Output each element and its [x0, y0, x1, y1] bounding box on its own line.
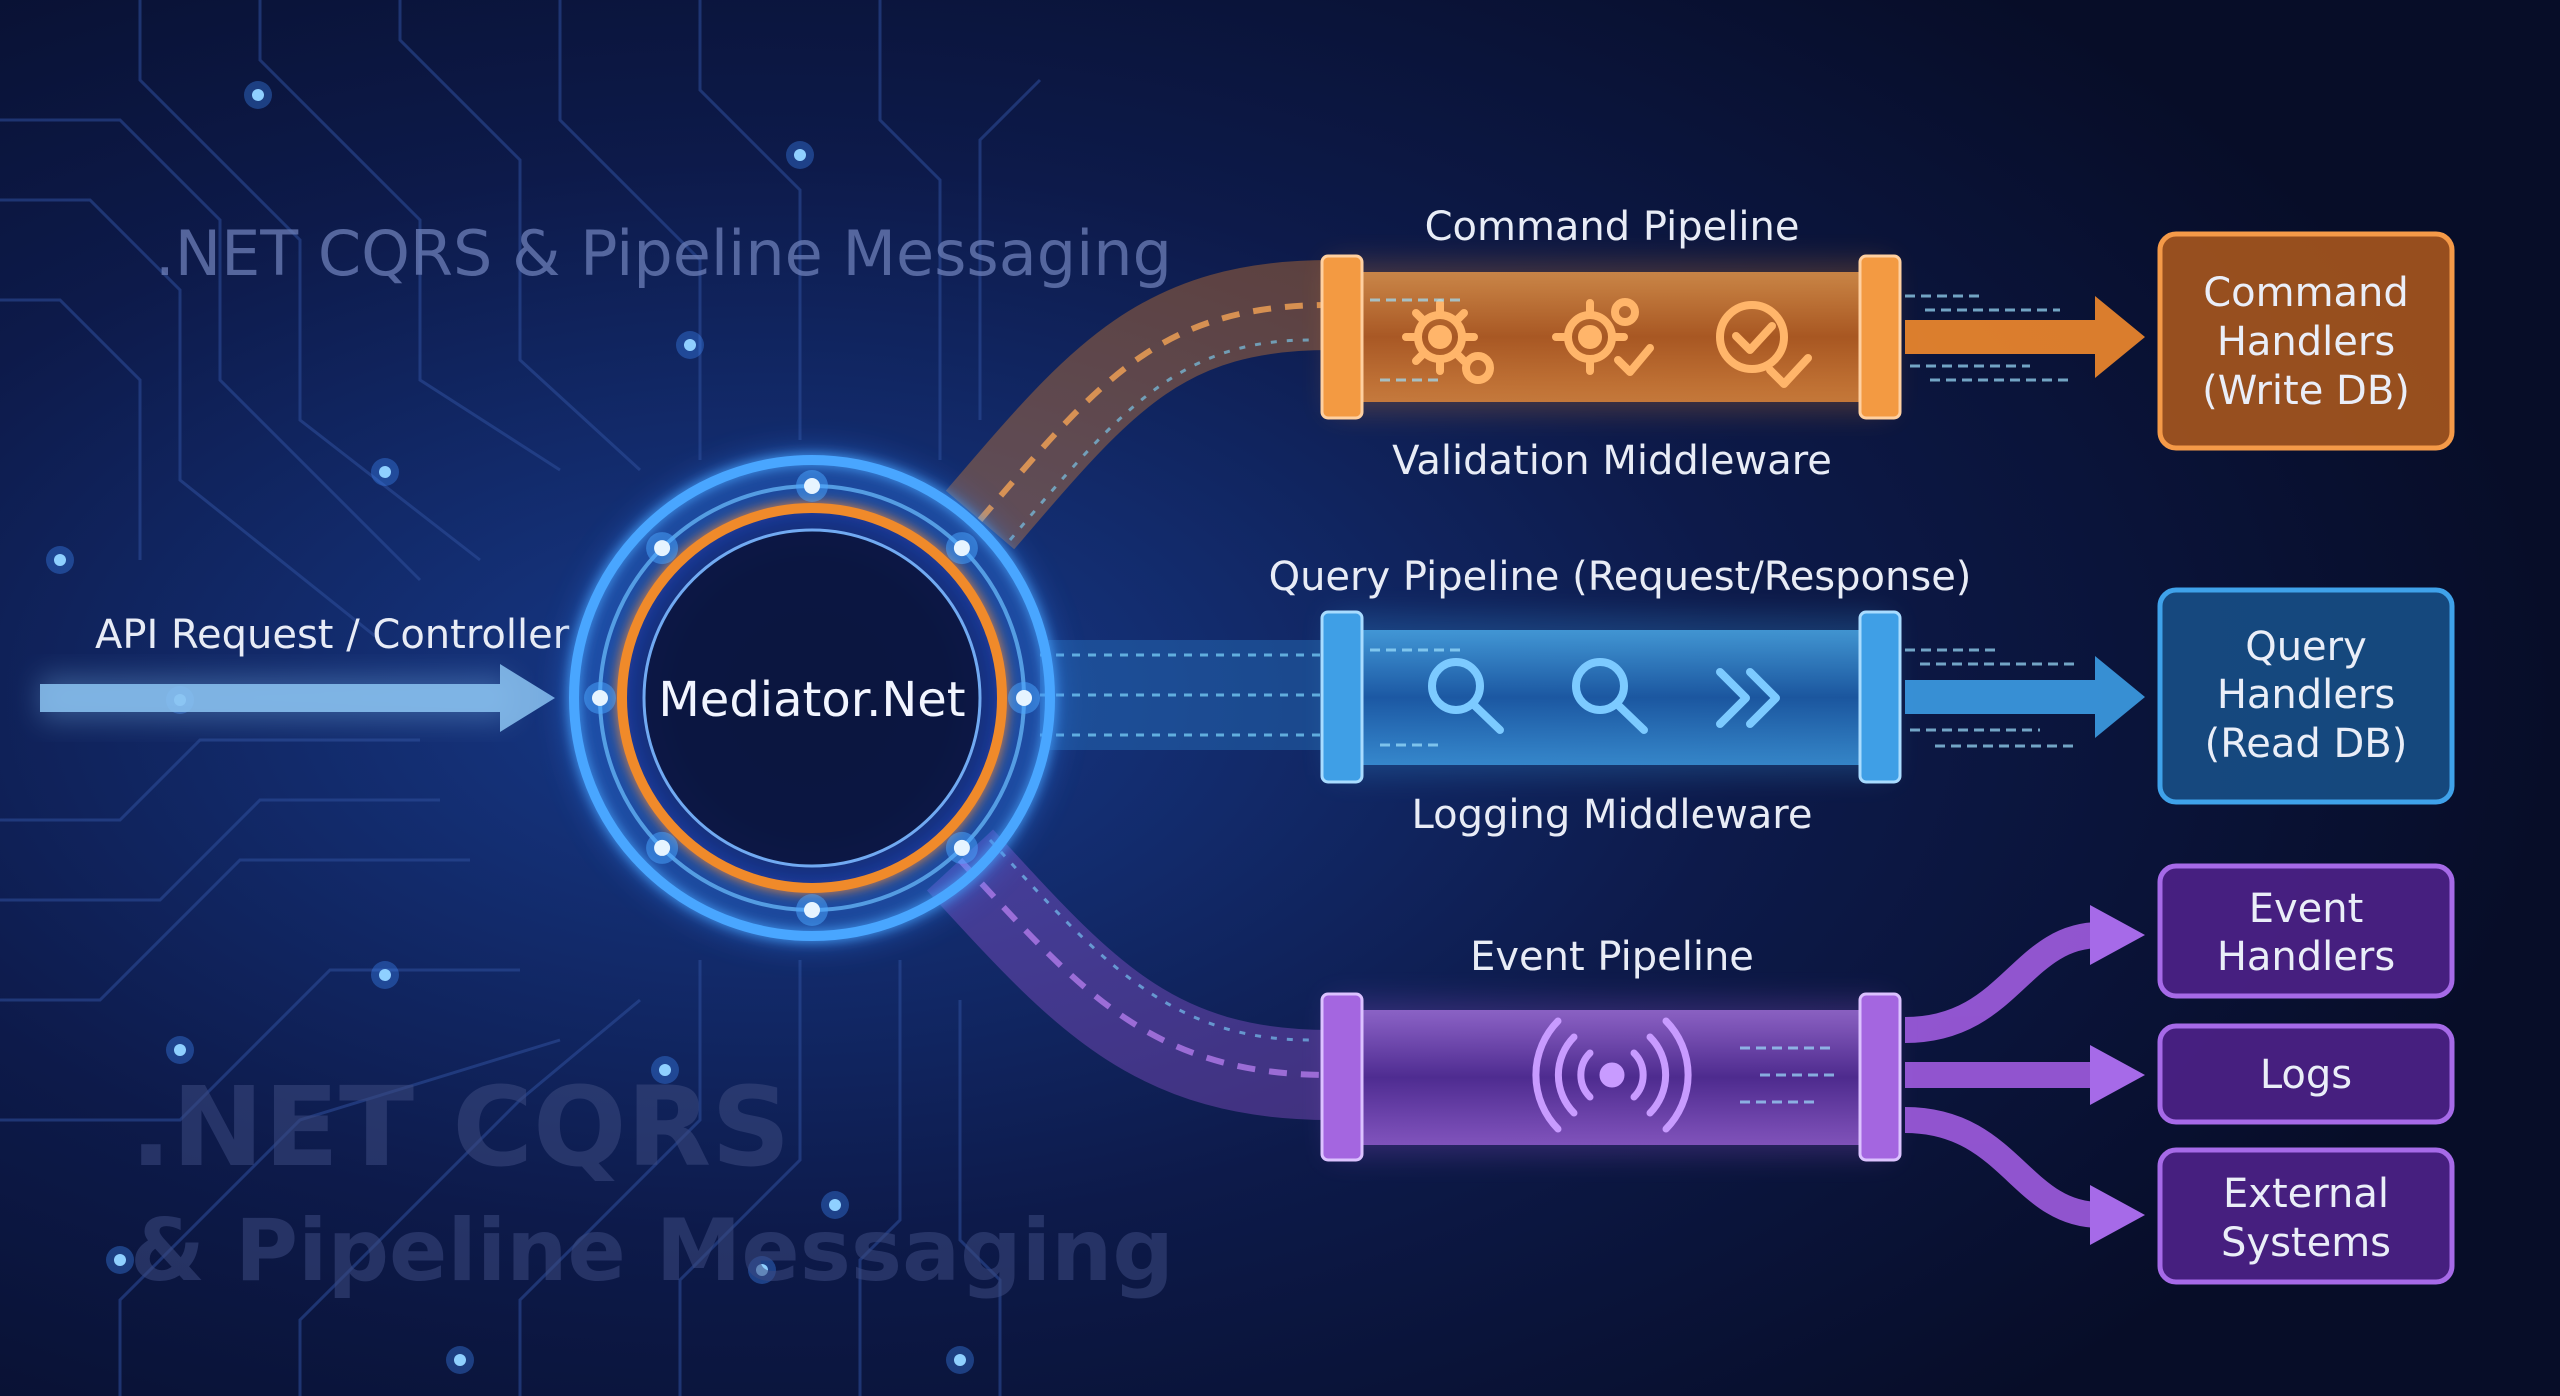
circuit-node: [54, 554, 66, 566]
event-handlers-line2: Handlers: [2217, 934, 2395, 980]
query-handlers-line2: Handlers: [2217, 672, 2395, 718]
hub-node: [654, 540, 671, 557]
check-circle-icon: [1716, 301, 1812, 388]
circuit-node: [114, 1254, 126, 1266]
circuit-trace: [958, 1000, 1002, 1396]
circuit-trace: [678, 960, 802, 1396]
hub-node: [654, 839, 671, 856]
hub-node: [953, 540, 970, 557]
input-label: API Request / Controller: [95, 612, 570, 658]
event-output-arrows: [1904, 922, 2101, 1228]
mediator-hub[interactable]: [562, 448, 1062, 948]
circuit-node: [659, 1064, 671, 1076]
logs-line1: Logs: [2260, 1052, 2352, 1098]
event-handlers-line1: Event: [2249, 886, 2364, 932]
event-handlers-box[interactable]: Event Handlers: [2157, 863, 2455, 999]
query-pipe[interactable]: [1320, 610, 1902, 784]
circuit-trace: [558, 0, 702, 460]
query-pipeline-title: Query Pipeline (Request/Response): [1269, 554, 1972, 600]
circuit-node: [756, 1264, 768, 1276]
circuit-node: [684, 339, 696, 351]
event-pipeline-title: Event Pipeline: [1470, 934, 1754, 980]
command-handlers-box[interactable]: Command Handlers (Write DB): [2157, 231, 2455, 451]
circuit-trace: [0, 858, 470, 1002]
command-handlers-line1: Command: [2203, 270, 2409, 316]
gear-icon: [1402, 299, 1494, 384]
query-handlers-line3: (Read DB): [2205, 721, 2408, 767]
circuit-trace: [698, 0, 802, 440]
hub-node: [804, 902, 820, 918]
external-systems-line1: External: [2223, 1171, 2389, 1217]
hub-label: Mediator.Net: [658, 672, 965, 728]
external-systems-line2: Systems: [2221, 1220, 2391, 1266]
watermark-big-line1: .NET CQRS: [130, 1063, 790, 1191]
circuit-node: [379, 969, 391, 981]
circuit-trace: [858, 960, 902, 1396]
circuit-node: [954, 1354, 966, 1366]
double-chevron-icon: [1716, 668, 1780, 728]
circuit-trace: [978, 78, 1042, 420]
circuit-node: [174, 1044, 186, 1056]
command-handlers-line2: Handlers: [2217, 319, 2395, 365]
magnifier-icon-2: [1572, 658, 1648, 734]
command-output-arrow: [1905, 296, 2145, 378]
query-output-arrow: [1905, 656, 2145, 738]
magnifier-icon: [1428, 658, 1504, 734]
command-flow: [945, 260, 1331, 550]
hub-node: [592, 690, 608, 706]
event-flow: [926, 829, 1331, 1120]
circuit-traces: [0, 0, 1042, 1396]
hub-node: [1016, 690, 1032, 706]
circuit-trace: [138, 0, 481, 562]
circuit-trace: [0, 118, 422, 582]
watermark-big-line2: & Pipeline Messaging: [130, 1201, 1174, 1301]
circuit-trace: [118, 1038, 561, 1396]
circuit-node: [454, 1354, 466, 1366]
circuit-trace: [0, 198, 381, 642]
gear-check-icon: [1552, 298, 1654, 376]
circuit-node: [794, 149, 806, 161]
query-flow: [1040, 640, 1330, 750]
logs-box[interactable]: Logs: [2157, 1023, 2455, 1125]
command-pipeline-caption: Validation Middleware: [1392, 438, 1832, 484]
circuit-trace: [0, 798, 440, 902]
circuit-node: [252, 89, 264, 101]
circuit-trace: [0, 298, 142, 560]
broadcast-icon: [1532, 1017, 1692, 1133]
circuit-trace: [0, 738, 420, 822]
external-systems-box[interactable]: External Systems: [2157, 1147, 2455, 1285]
circuit-trace: [258, 0, 561, 472]
hub-node: [804, 478, 820, 494]
command-pipeline-title: Command Pipeline: [1425, 204, 1800, 250]
data-streaks: [1370, 294, 2080, 1104]
circuit-trace: [298, 998, 641, 1396]
watermark-title: .NET CQRS & Pipeline Messaging: [155, 217, 1172, 290]
circuit-node: [379, 466, 391, 478]
hub-node: [953, 839, 970, 856]
command-handlers-line3: (Write DB): [2202, 368, 2410, 414]
query-handlers-line1: Query: [2245, 624, 2367, 670]
query-handlers-box[interactable]: Query Handlers (Read DB): [2157, 587, 2455, 805]
circuit-trace: [0, 968, 520, 1122]
circuit-trace: [518, 960, 702, 1396]
event-arrowheads: [2090, 905, 2145, 1245]
circuit-node: [829, 1199, 841, 1211]
input-arrow: [40, 664, 555, 732]
query-pipeline-caption: Logging Middleware: [1412, 792, 1813, 838]
circuit-trace: [878, 0, 942, 460]
circuit-trace: [398, 0, 642, 472]
